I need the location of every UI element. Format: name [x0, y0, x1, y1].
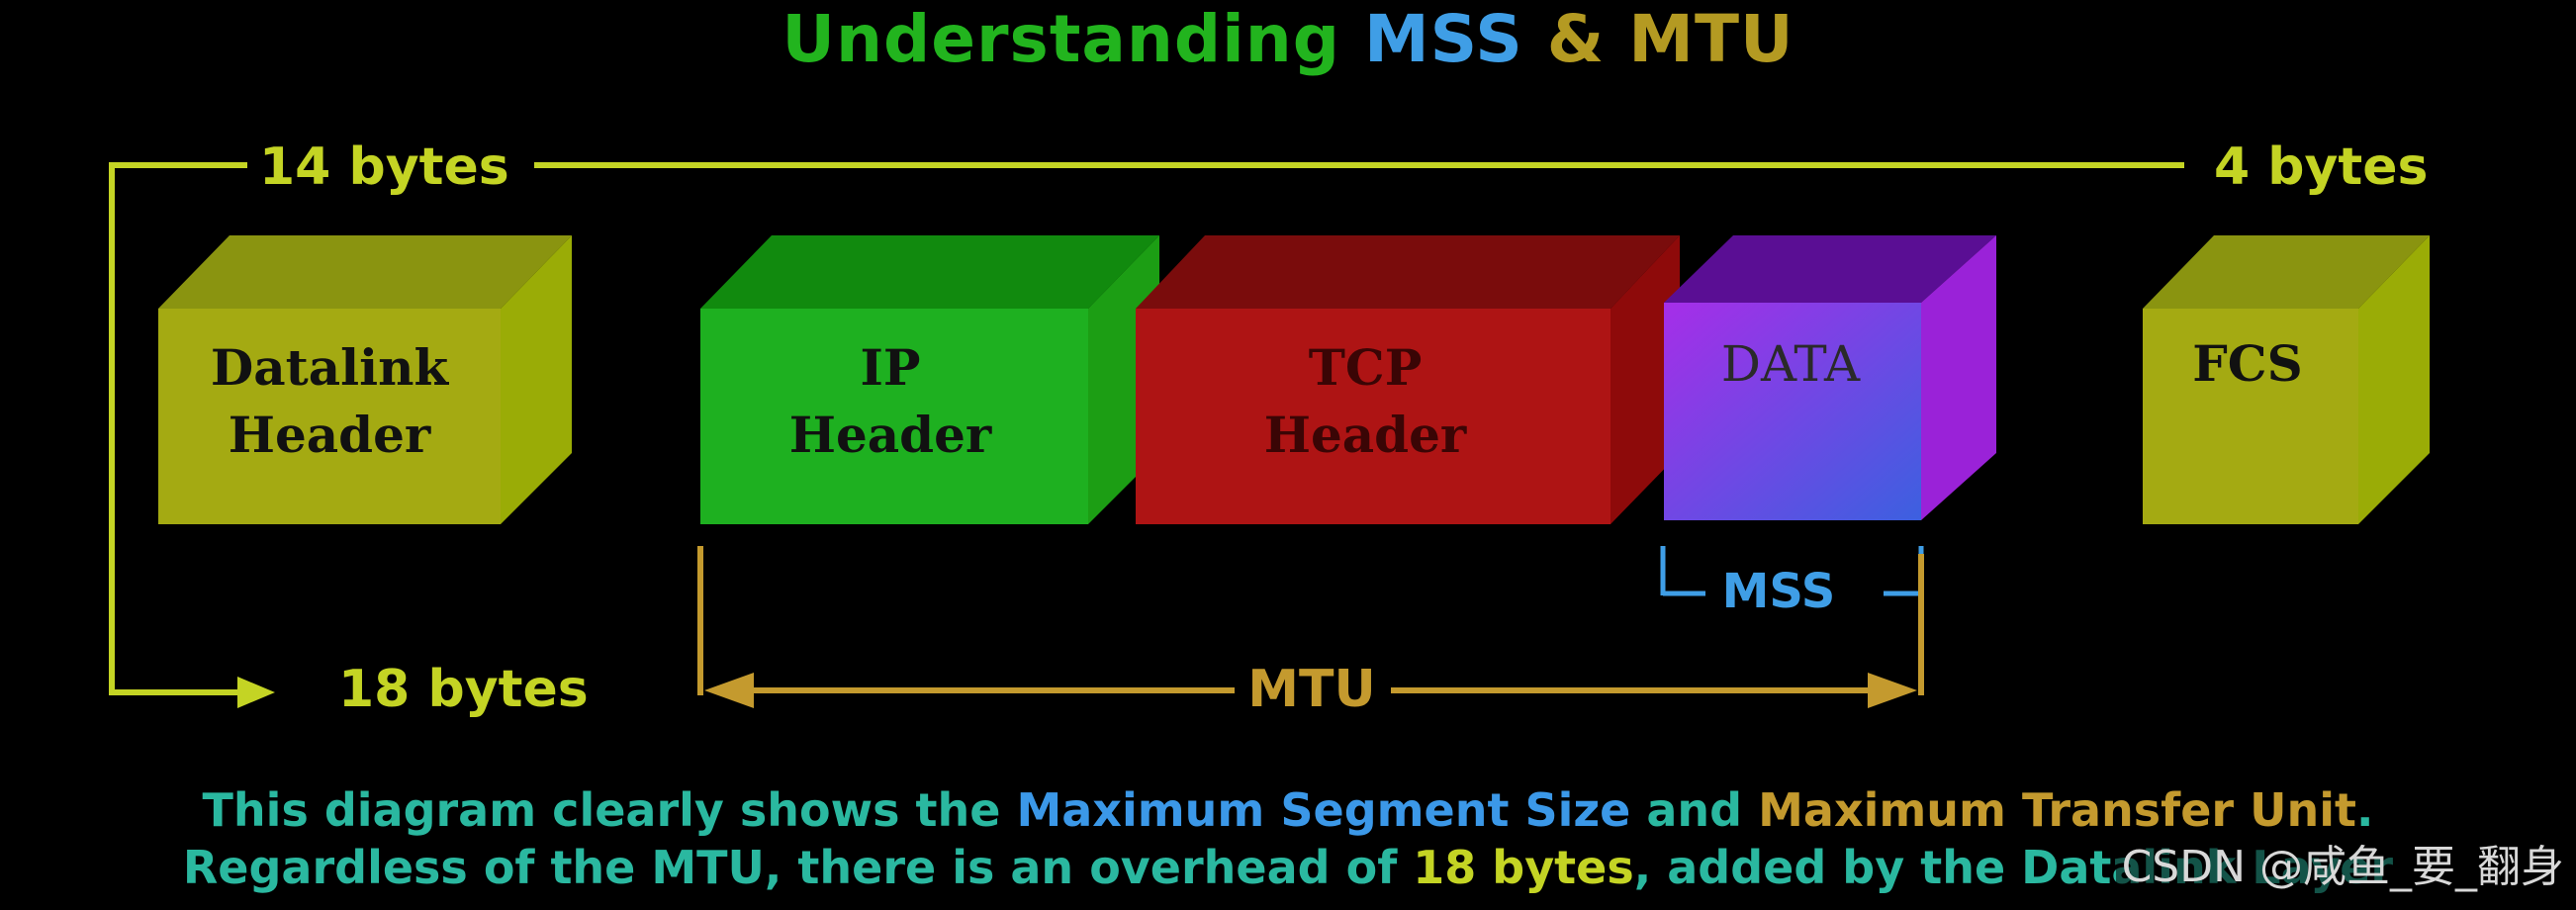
box-data: DATA: [1664, 235, 1996, 520]
bracket-arrow-head: [237, 677, 275, 708]
fcs-top-face: [2143, 235, 2430, 309]
caption-line-1: This diagram clearly shows the Maximum S…: [0, 781, 2576, 839]
caption1-part-d: Maximum Transfer Unit: [1758, 783, 2356, 837]
overhead-bracket: [109, 162, 2184, 695]
watermark: CSDN @咸鱼_要_翻身: [2115, 839, 2570, 896]
data-top-face: [1664, 235, 1996, 303]
tcp-label-line2: Header: [1264, 406, 1467, 464]
data-front-face: [1664, 303, 1921, 520]
fcs-label: FCS: [2192, 334, 2302, 393]
datalink-label-line1: Datalink: [211, 338, 450, 397]
caption1-part-b: Maximum Segment Size: [1016, 783, 1631, 837]
tcp-label-line1: TCP: [1309, 338, 1423, 397]
fcs-front-face: [2143, 309, 2358, 524]
label-18-bytes: 18 bytes: [338, 660, 589, 719]
label-mss: MSS: [1722, 564, 1836, 619]
datalink-side-face: [501, 235, 572, 524]
box-tcp-header: TCP Header: [1136, 235, 1680, 524]
caption1-part-e: .: [2355, 783, 2374, 837]
ip-front-face: [700, 309, 1088, 524]
datalink-front-face: [158, 309, 501, 524]
label-mtu: MTU: [1247, 660, 1375, 719]
caption2-part-b: 18 bytes: [1413, 841, 1634, 894]
caption1-part-c: and: [1646, 783, 1743, 837]
mtu-arrow: [697, 546, 1924, 695]
fcs-side-face: [2358, 235, 2430, 524]
data-label: DATA: [1721, 335, 1861, 393]
mtu-left-arrow-head: [704, 673, 754, 708]
datalink-top-face: [158, 235, 572, 309]
datalink-label-line2: Header: [229, 406, 431, 464]
ip-label-line1: IP: [861, 338, 921, 397]
ip-top-face: [700, 235, 1159, 309]
title-mss: MSS: [1363, 1, 1523, 77]
box-fcs: FCS: [2143, 235, 2430, 524]
tcp-front-face: [1136, 309, 1610, 524]
box-ip-header: IP Header: [700, 235, 1159, 524]
caption2-part-a: Regardless of the MTU, there is an overh…: [182, 841, 1398, 894]
ip-label-line2: Header: [789, 406, 992, 464]
tcp-side-face: [1610, 235, 1680, 524]
mtu-right-arrow-head: [1868, 673, 1917, 708]
box-datalink-header: Datalink Header: [158, 235, 572, 524]
caption1-part-a: This diagram clearly shows the: [202, 783, 1001, 837]
page-title: Understanding MSS & MTU: [0, 0, 2576, 79]
data-side-face: [1921, 235, 1996, 520]
title-ampersand: &: [1546, 1, 1606, 77]
tcp-top-face: [1136, 235, 1680, 309]
title-understanding: Understanding: [782, 1, 1340, 77]
label-4-bytes: 4 bytes: [2214, 137, 2428, 197]
title-mtu: MTU: [1628, 1, 1794, 77]
label-14-bytes: 14 bytes: [259, 137, 509, 197]
